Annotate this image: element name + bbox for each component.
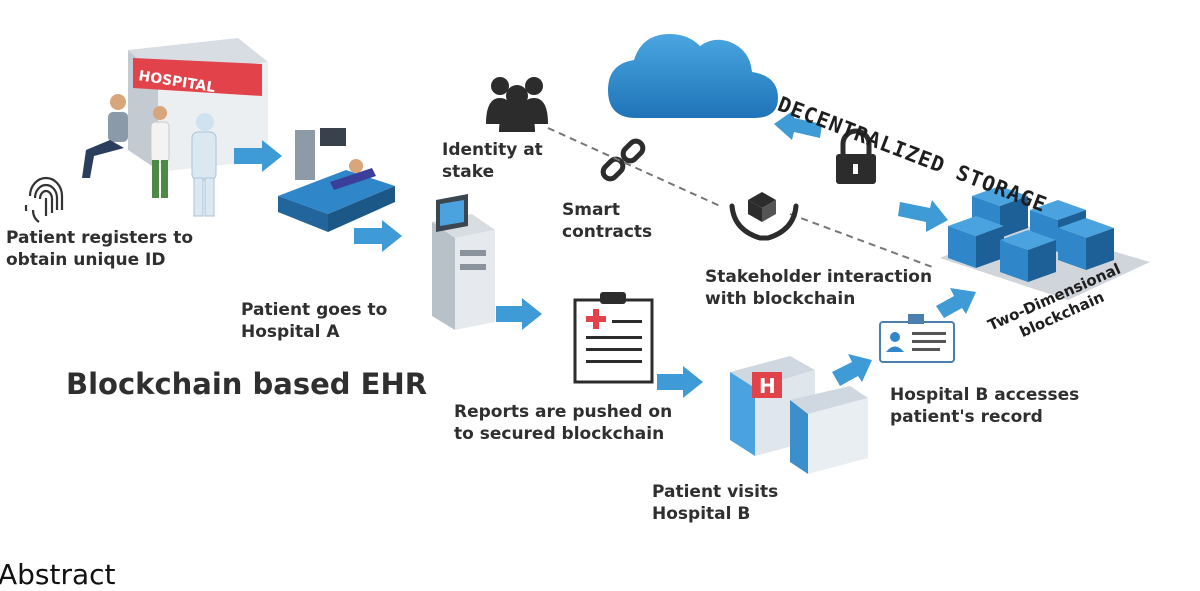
blockchain-cubes	[940, 186, 1150, 300]
fingerprint-icon	[24, 176, 64, 223]
footer-heading: Abstract	[0, 558, 116, 591]
connector-line	[547, 127, 721, 207]
flow-arrow	[354, 220, 402, 252]
lock-icon	[836, 128, 876, 184]
hospital-kiosk: HOSPITAL	[128, 38, 268, 172]
flow-arrow	[657, 366, 703, 398]
handshake-box-icon	[729, 192, 799, 241]
diagram-canvas: HOSPITAL	[0, 34, 1150, 590]
computer-terminal	[432, 194, 495, 330]
hospital-b-building: H	[730, 356, 868, 474]
flow-arrow	[774, 110, 822, 140]
flow-arrow	[832, 354, 872, 386]
cloud-icon	[608, 34, 778, 118]
diagram-graphics: HOSPITAL	[24, 34, 1150, 474]
diagram-title: Blockchain based EHR	[66, 367, 428, 401]
link-icon	[600, 138, 646, 182]
patient-and-staff	[82, 94, 217, 217]
flow-arrow	[234, 140, 282, 172]
connector-line	[789, 213, 936, 269]
clipboard-icon	[573, 292, 654, 384]
id-card-icon	[879, 314, 955, 363]
building-letter: H	[759, 374, 776, 398]
group-icon	[486, 77, 548, 132]
flow-arrow	[936, 288, 976, 318]
hospital-bed-scene	[278, 128, 395, 232]
flow-arrow	[898, 200, 948, 232]
flow-arrow	[496, 298, 542, 330]
